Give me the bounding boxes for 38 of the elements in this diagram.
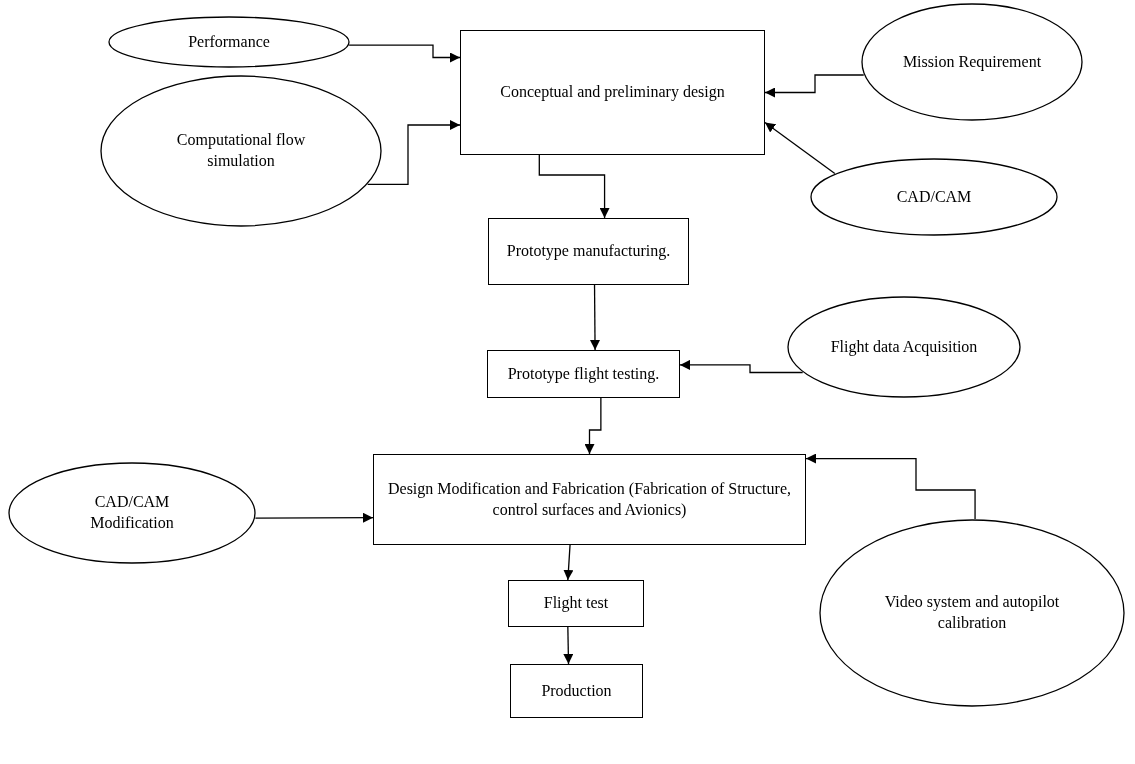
node-label: Computational flow simulation (175, 130, 307, 171)
arrow (590, 284, 600, 351)
arrow (679, 359, 804, 374)
arrow (366, 120, 461, 186)
process-box (373, 454, 806, 545)
node-label: Flight test (543, 593, 609, 614)
node-label: CAD/CAM Modification (89, 492, 175, 533)
input-ellipse (100, 75, 382, 227)
arrow (348, 44, 461, 63)
process-box (508, 580, 644, 627)
node-label: Performance (188, 31, 270, 52)
arrow (563, 626, 574, 665)
node-label: Mission Requirement (902, 51, 1042, 73)
process-box (460, 30, 765, 155)
arrow (538, 154, 610, 219)
input-ellipse (108, 16, 350, 68)
node-label: Prototype manufacturing. (506, 241, 671, 262)
node-label: CAD/CAM (896, 186, 972, 207)
arrow (764, 121, 836, 175)
process-box (510, 664, 643, 718)
input-ellipse (8, 462, 256, 564)
input-ellipse (810, 158, 1058, 236)
process-box (488, 218, 689, 285)
node-label: Conceptual and preliminary design (500, 82, 725, 103)
process-box (487, 350, 680, 398)
arrow (764, 74, 865, 98)
node-label: Prototype flight testing. (507, 363, 660, 385)
node-label: Video system and autopilot calibration (883, 592, 1061, 633)
input-ellipse (861, 3, 1083, 121)
node-label: Flight data Acquisition (830, 336, 978, 358)
arrow (584, 397, 602, 455)
arrow (563, 544, 574, 581)
arrow (254, 512, 374, 523)
arrow (805, 453, 976, 520)
input-ellipse (819, 519, 1125, 707)
node-label: Production (541, 680, 612, 701)
node-label: Design Modification and Fabrication (Fabrication of Structure, control surfaces and Avionics) (387, 478, 792, 521)
input-ellipse (787, 296, 1021, 398)
